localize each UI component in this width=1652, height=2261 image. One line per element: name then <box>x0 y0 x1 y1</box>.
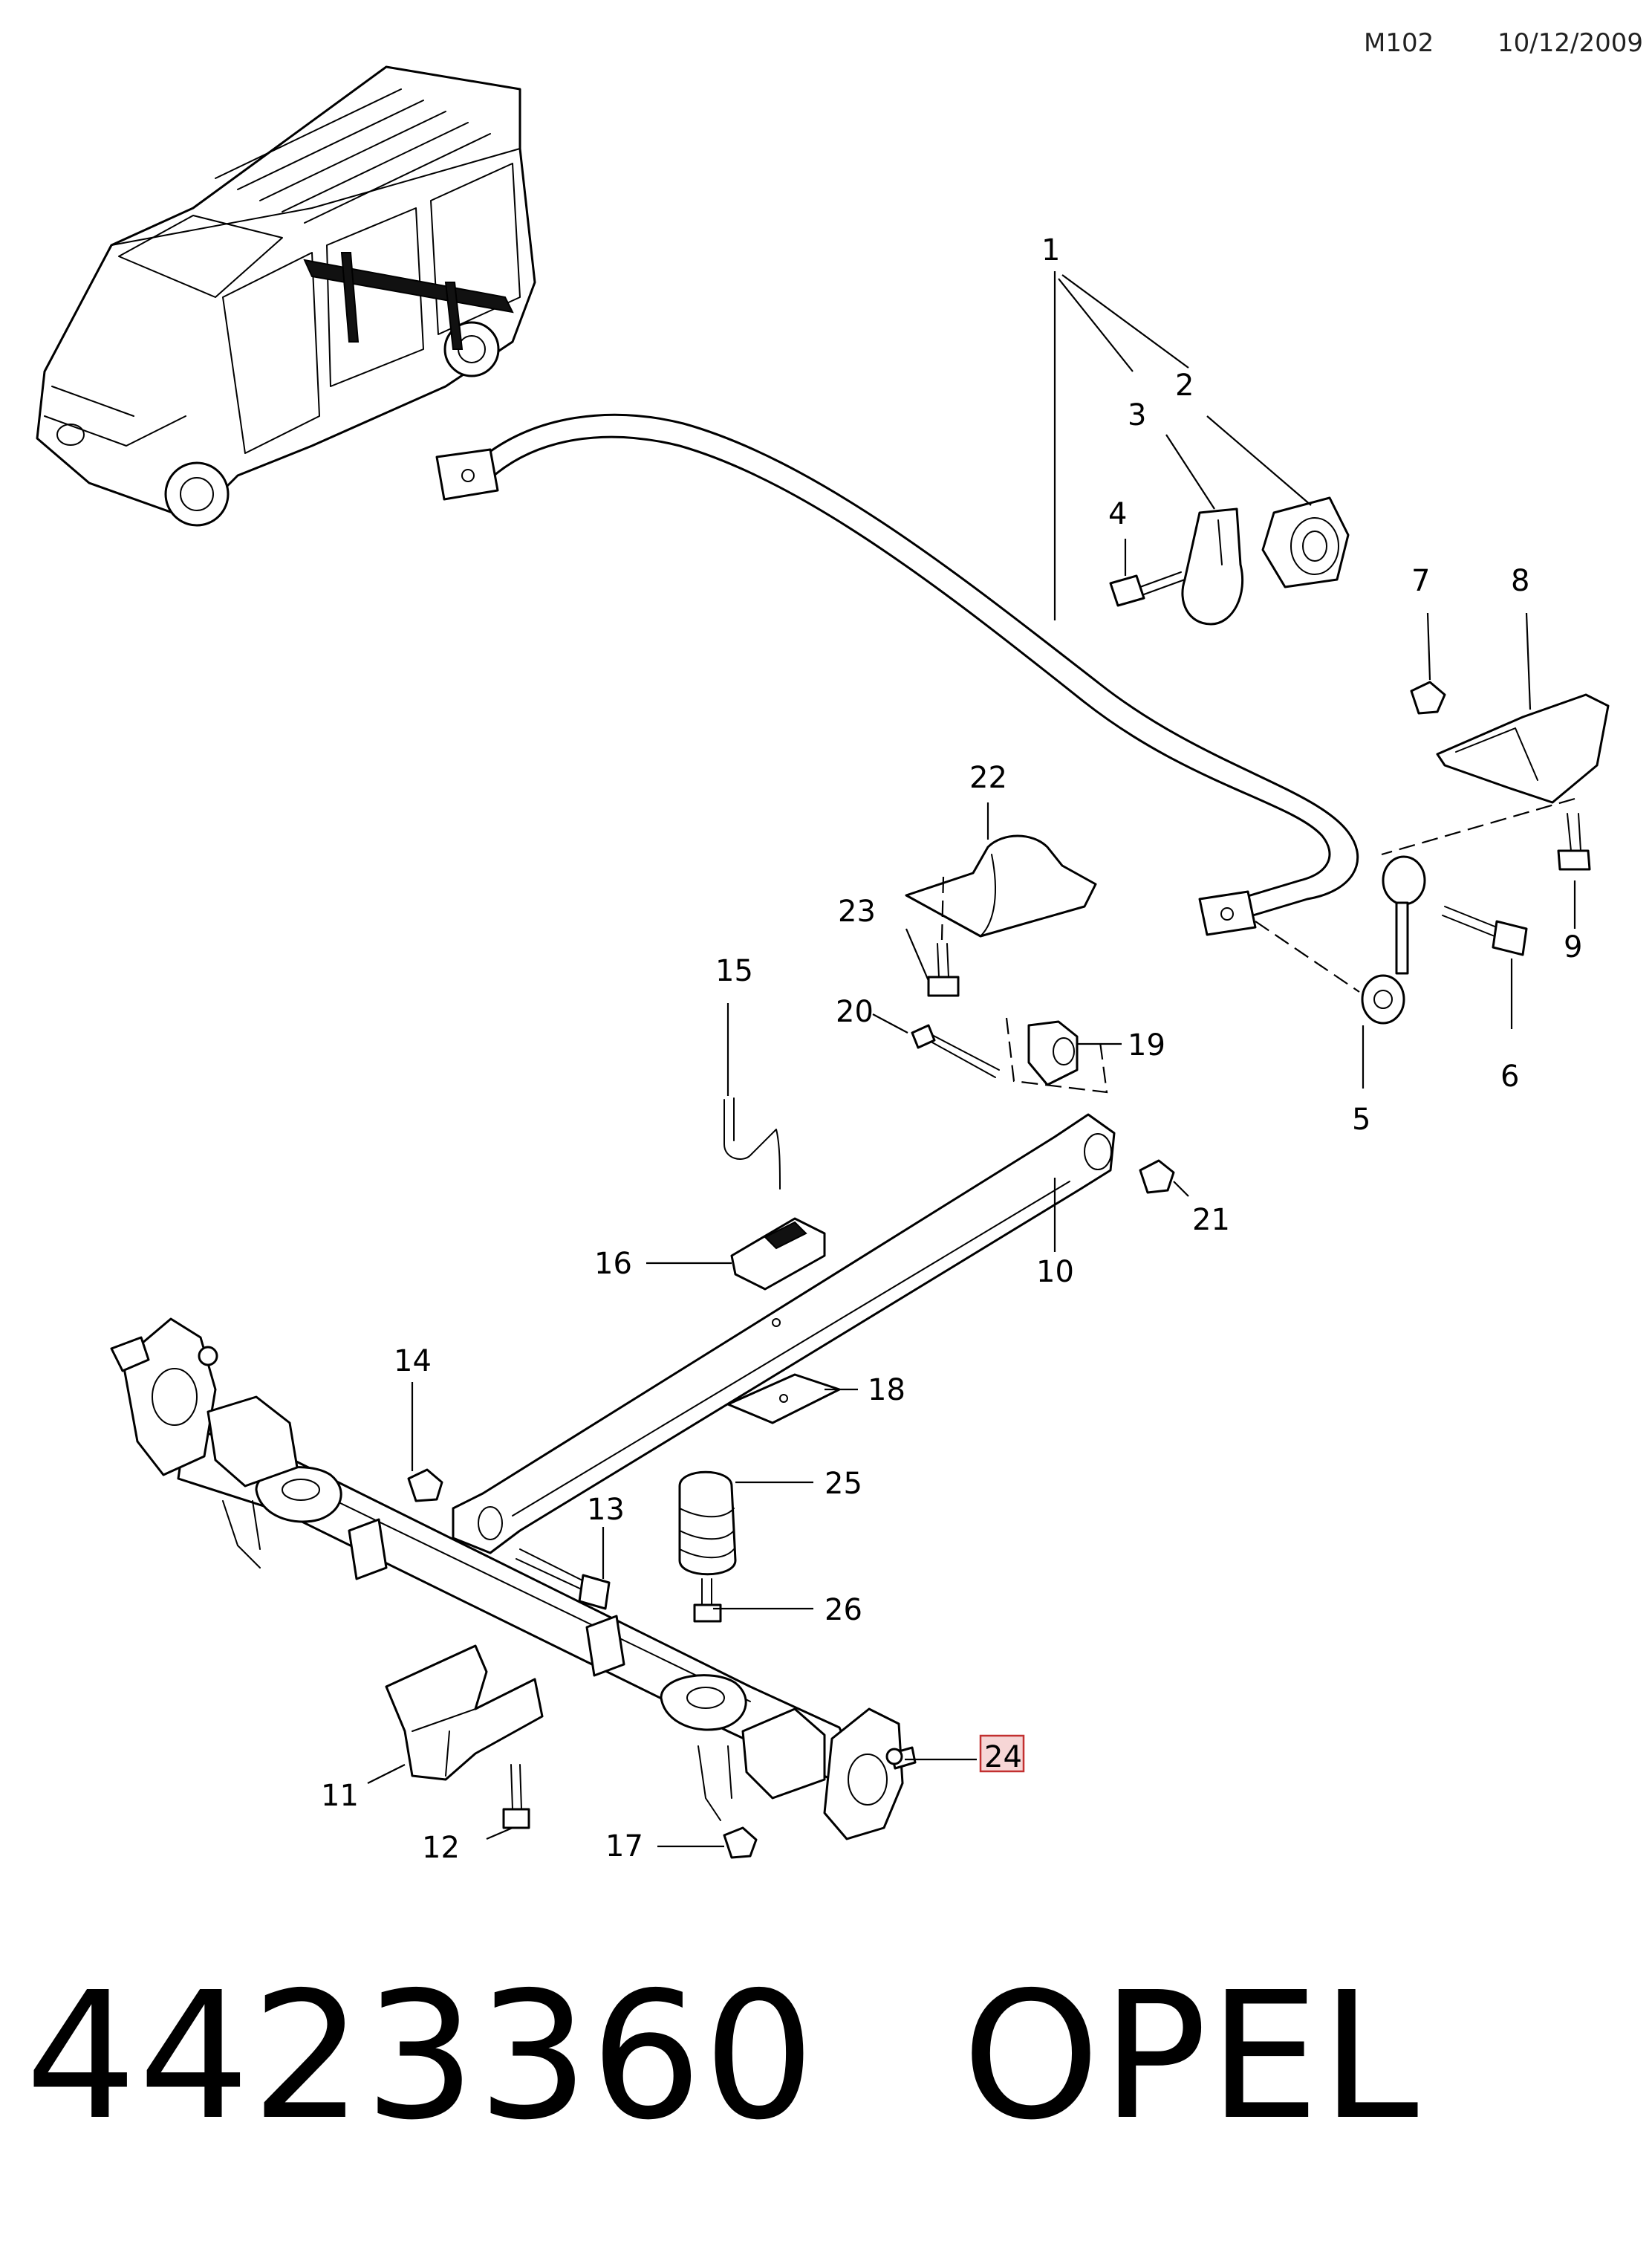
stabilizer-bushing <box>1261 496 1350 588</box>
stabilizer-bar <box>435 413 1359 936</box>
callout-18[interactable]: 18 <box>868 1373 905 1407</box>
callout-10[interactable]: 10 <box>1036 1255 1074 1289</box>
callout-22[interactable]: 22 <box>969 761 1007 795</box>
bolt-23 <box>927 943 960 997</box>
callout-13[interactable]: 13 <box>587 1493 625 1527</box>
callout-3[interactable]: 3 <box>1128 398 1146 432</box>
callout-26[interactable]: 26 <box>825 1593 862 1627</box>
highlighted-callout-box <box>979 1734 1025 1773</box>
bracket-8 <box>1436 693 1610 804</box>
bolt-6 <box>1442 906 1528 956</box>
van-illustration <box>36 65 536 527</box>
u-bolt <box>723 1097 781 1190</box>
callout-25[interactable]: 25 <box>825 1467 862 1501</box>
callout-9[interactable]: 9 <box>1564 930 1582 964</box>
bolt-20 <box>911 1024 1000 1078</box>
callout-23[interactable]: 23 <box>838 895 876 929</box>
leaf-spring <box>452 1113 1116 1554</box>
stabilizer-link <box>1361 855 1426 1025</box>
alignment-line <box>940 876 945 941</box>
nut-7 <box>1410 681 1446 715</box>
alignment-line <box>1005 1017 1108 1094</box>
diagram-code: M102 <box>1364 28 1434 58</box>
callout-4[interactable]: 4 <box>1108 497 1127 531</box>
bushing-19 <box>1027 1020 1079 1086</box>
callout-20[interactable]: 20 <box>836 995 874 1029</box>
mounting-bracket <box>385 1644 544 1781</box>
alignment-line <box>1255 921 1360 993</box>
clamp-22 <box>905 834 1097 938</box>
callout-6[interactable]: 6 <box>1500 1060 1519 1094</box>
callout-8[interactable]: 8 <box>1511 564 1529 598</box>
callout-1[interactable]: 1 <box>1041 233 1060 267</box>
bolt-12 <box>502 1764 530 1829</box>
callout-21[interactable]: 21 <box>1192 1203 1230 1237</box>
nut-14 <box>407 1468 443 1502</box>
diagram-date: 10/12/2009 <box>1497 28 1643 58</box>
part-number: 4423360 <box>25 1954 817 2158</box>
callout-15[interactable]: 15 <box>715 954 753 988</box>
callout-11[interactable]: 11 <box>321 1779 359 1813</box>
callout-5[interactable]: 5 <box>1352 1103 1370 1137</box>
rear-axle <box>110 1317 917 1840</box>
bump-stop <box>678 1470 737 1576</box>
brand-name: OPEL <box>962 1954 1420 2158</box>
bushing-clamp <box>1181 507 1244 626</box>
callout-19[interactable]: 19 <box>1128 1028 1165 1063</box>
bolt-9 <box>1557 813 1591 871</box>
callout-2[interactable]: 2 <box>1175 369 1194 403</box>
callout-7[interactable]: 7 <box>1411 564 1430 598</box>
alignment-line <box>1381 797 1575 856</box>
bolt-26 <box>693 1578 722 1623</box>
callout-16[interactable]: 16 <box>594 1247 632 1281</box>
callout-14[interactable]: 14 <box>394 1344 432 1378</box>
leader-lines <box>367 271 1576 1848</box>
nut-17 <box>723 1826 758 1859</box>
bolt-13 <box>516 1548 611 1610</box>
callout-24[interactable]: 24 <box>984 1740 1022 1774</box>
callout-12[interactable]: 12 <box>422 1831 460 1865</box>
spring-pad <box>730 1217 826 1291</box>
callout-17[interactable]: 17 <box>605 1829 643 1863</box>
bolt-4 <box>1109 571 1186 607</box>
nut-21 <box>1139 1159 1175 1194</box>
callout-labels: 1 2 3 4 5 6 7 8 9 10 11 12 13 14 15 16 1… <box>321 233 1582 1865</box>
